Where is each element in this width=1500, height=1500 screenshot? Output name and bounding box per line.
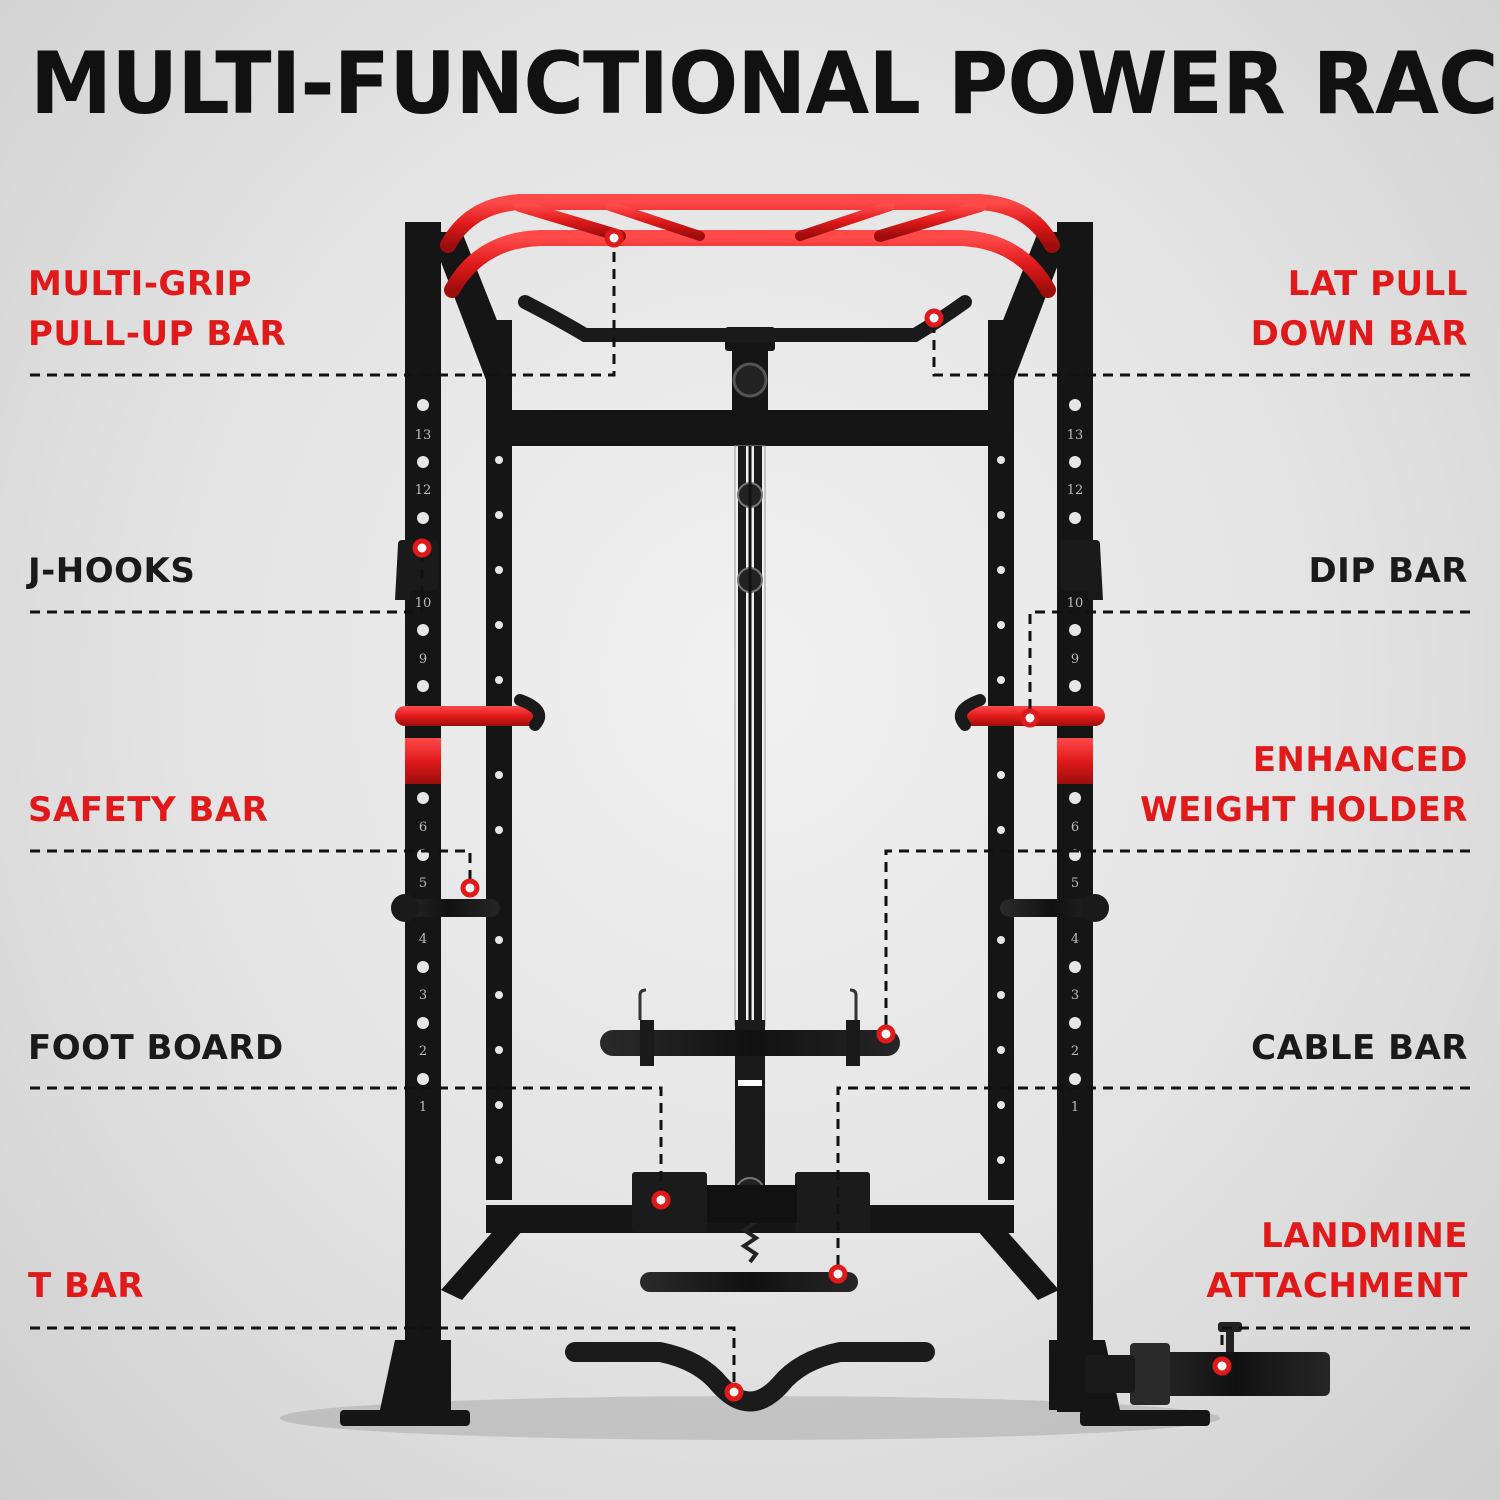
hole-number: 2 bbox=[419, 1044, 427, 1059]
hole-number: 6 bbox=[419, 820, 427, 835]
top-pulley bbox=[732, 362, 768, 398]
dip-bar bbox=[395, 694, 1105, 784]
rear-left-upright bbox=[486, 320, 512, 1200]
cable-bar bbox=[600, 988, 900, 1066]
t-bar-cable-handle bbox=[640, 1272, 858, 1292]
marker-lat-pull-down bbox=[924, 308, 944, 328]
left-foot-plate bbox=[340, 1410, 470, 1426]
label-landmine-attachment: LANDMINE ATTACHMENT bbox=[1206, 1216, 1468, 1306]
leader-safety-bar bbox=[30, 849, 472, 888]
label-j-hooks: J-HOOKS bbox=[28, 551, 196, 591]
label-t-bar: T BAR bbox=[28, 1266, 144, 1306]
hole-number: 12 bbox=[415, 483, 432, 498]
marker-foot-board bbox=[651, 1190, 671, 1210]
leader-t-bar bbox=[30, 1326, 736, 1392]
landmine-attachment bbox=[1085, 1322, 1330, 1405]
leader-cable-bar bbox=[836, 1086, 1470, 1274]
hole-number: 4 bbox=[419, 932, 427, 947]
left-base-diagonal bbox=[441, 1210, 530, 1300]
label-dip-bar: DIP BAR bbox=[1308, 551, 1468, 591]
label-safety-bar: SAFETY BAR bbox=[28, 790, 269, 830]
page-title: MULTI-FUNCTIONAL POWER RACK bbox=[30, 34, 1500, 134]
front-right-upright bbox=[1057, 222, 1093, 1412]
leader-j-hooks bbox=[30, 548, 424, 614]
lat-pull-down-bar bbox=[518, 295, 972, 342]
hole-number: 5 bbox=[419, 876, 427, 891]
marker-multi-grip bbox=[604, 228, 624, 248]
top-crossbar bbox=[486, 410, 1014, 446]
marker-dots bbox=[412, 228, 1232, 1402]
marker-weight-holder bbox=[876, 1024, 896, 1044]
leader-landmine bbox=[1220, 1326, 1470, 1366]
front-left-upright bbox=[405, 222, 441, 1412]
marker-t-bar bbox=[724, 1382, 744, 1402]
hole-number: 13 bbox=[1067, 428, 1084, 443]
hole-number: 3 bbox=[1071, 988, 1079, 1003]
hole-number: 9 bbox=[1071, 652, 1079, 667]
label-cable-bar: CABLE BAR bbox=[1251, 1028, 1468, 1068]
left-foot-block bbox=[380, 1340, 451, 1410]
marker-dip-bar bbox=[1020, 708, 1040, 728]
hole-number: 10 bbox=[1067, 596, 1084, 611]
hole-number: 3 bbox=[419, 988, 427, 1003]
right-base-diagonal bbox=[970, 1210, 1059, 1300]
safety-bar bbox=[391, 894, 1109, 922]
leader-multi-grip bbox=[30, 238, 616, 377]
leader-lines bbox=[30, 238, 1470, 1392]
marker-landmine bbox=[1212, 1356, 1232, 1376]
floor-shadow bbox=[280, 1396, 1220, 1440]
hole-number: 1 bbox=[1071, 1100, 1079, 1115]
t-bar bbox=[565, 1342, 935, 1412]
hole-number: 5 bbox=[1071, 876, 1079, 891]
hole-number: 9 bbox=[419, 652, 427, 667]
label-foot-board: FOOT BOARD bbox=[28, 1028, 284, 1068]
hole-number: 13 bbox=[415, 428, 432, 443]
hole-number: 2 bbox=[1071, 1044, 1079, 1059]
leader-lat-pull-down bbox=[932, 318, 1470, 377]
cable-column bbox=[734, 445, 766, 1264]
right-foot-plate bbox=[1080, 1410, 1210, 1426]
marker-safety-bar bbox=[460, 878, 480, 898]
label-multi-grip-pull-up-bar: MULTI-GRIP PULL-UP BAR bbox=[28, 264, 287, 354]
marker-j-hooks bbox=[412, 538, 432, 558]
leader-weight-holder bbox=[884, 849, 1470, 1034]
marker-cable-bar bbox=[828, 1264, 848, 1284]
label-lat-pull-down-bar: LAT PULL DOWN BAR bbox=[1250, 264, 1468, 354]
hole-number: 1 bbox=[419, 1100, 427, 1115]
label-enhanced-weight-holder: ENHANCED WEIGHT HOLDER bbox=[1140, 740, 1468, 830]
hole-number: 6 bbox=[1071, 820, 1079, 835]
leader-foot-board bbox=[30, 1086, 663, 1200]
multi-grip-pull-up-bar bbox=[440, 194, 1060, 298]
rear-right-upright bbox=[988, 320, 1014, 1200]
hole-number: 4 bbox=[1071, 932, 1079, 947]
hole-number: 12 bbox=[1067, 483, 1084, 498]
leader-dip-bar bbox=[1028, 610, 1470, 718]
